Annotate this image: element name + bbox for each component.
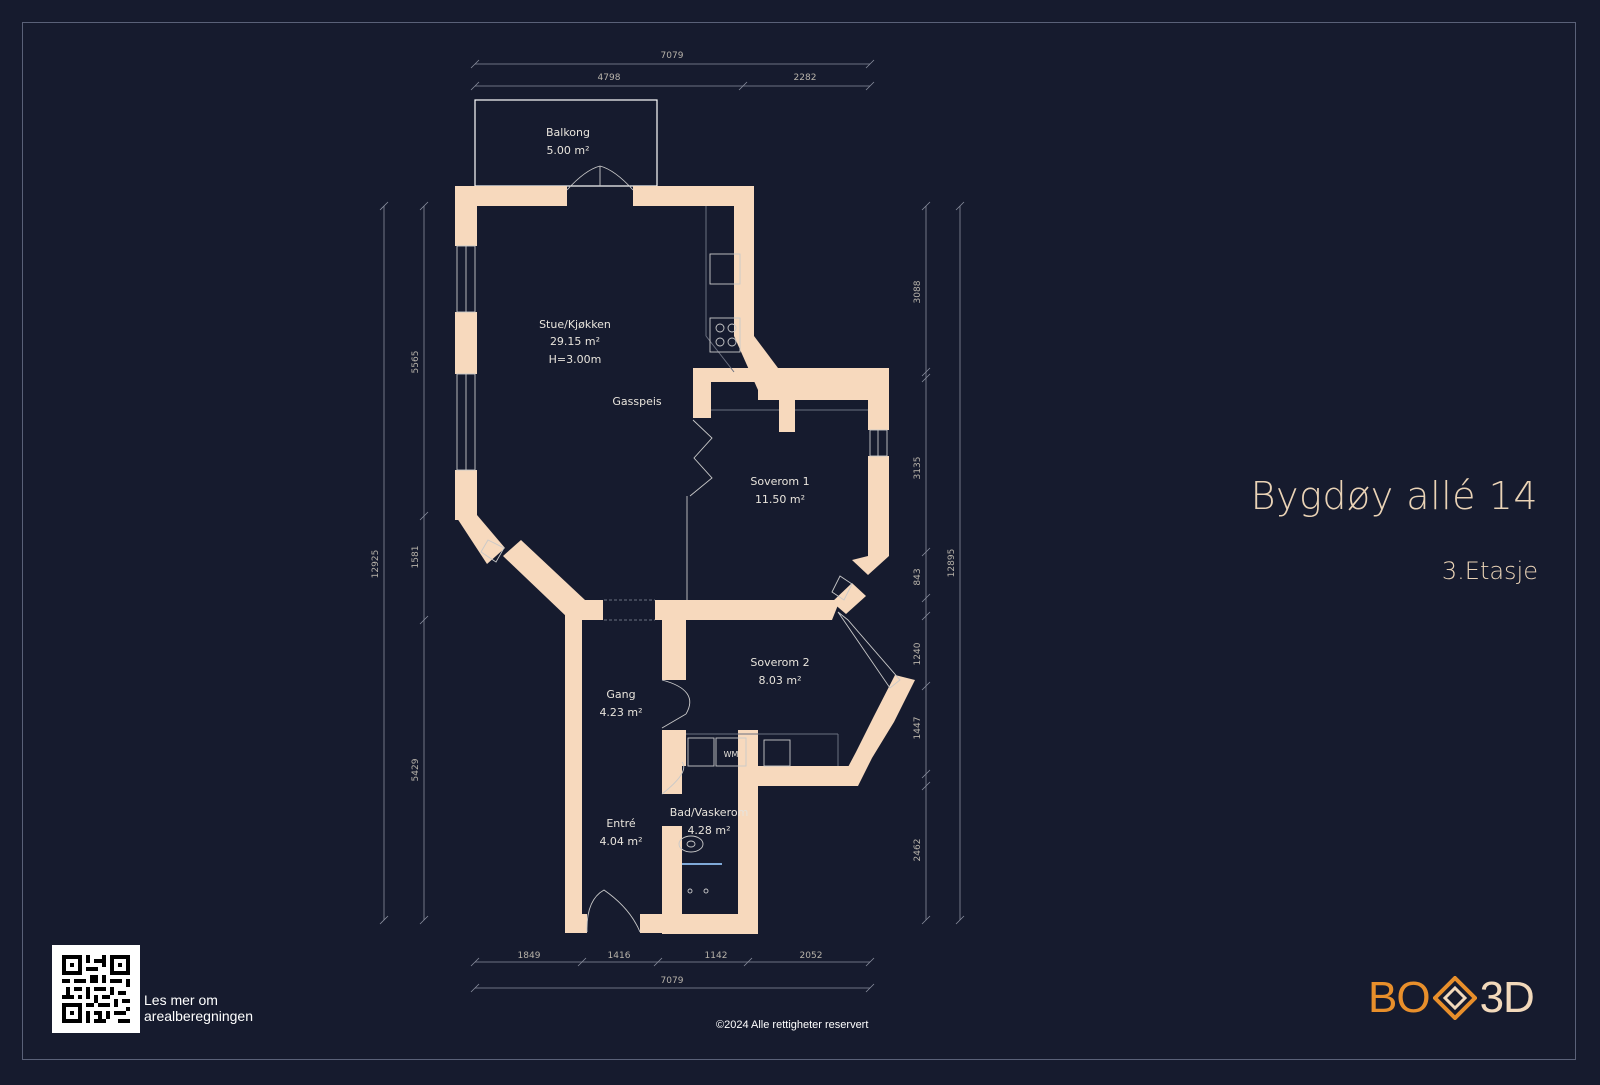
floor-label: 3.Etasje: [1441, 557, 1538, 585]
qr-code-icon: [62, 955, 130, 1023]
label-soverom1-name: Soverom 1: [750, 475, 809, 488]
label-wm: WM: [724, 750, 739, 759]
diamond-logo-icon: [1432, 976, 1477, 1020]
copyright: ©2024 Alle rettigheter reservert: [716, 1019, 869, 1031]
dim-bottom-total: 7079: [661, 976, 684, 986]
label-entre-name: Entré: [606, 817, 636, 830]
wardrobes: [686, 733, 839, 767]
bath-fixtures: [678, 835, 722, 894]
label-gasspeis: Gasspeis: [612, 395, 662, 408]
logo-3d: 3D: [1479, 973, 1535, 1022]
dim-left-2: 1581: [411, 546, 421, 569]
dim-left-total: 12925: [371, 550, 381, 579]
address-title: Bygdøy allé 14: [1250, 474, 1538, 518]
dim-bottom-1: 1849: [518, 951, 541, 961]
logo-bo: BO: [1368, 973, 1431, 1022]
dim-right-1: 3088: [913, 280, 923, 303]
label-bad-name: Bad/Vaskerom: [670, 806, 749, 819]
qr-caption-line1: Les mer om: [144, 992, 218, 1008]
walls: [455, 186, 915, 934]
dim-right-5: 1447: [913, 717, 923, 740]
dim-right-total: 12895: [947, 549, 957, 578]
dim-bottom-3: 1142: [705, 951, 728, 961]
label-balkong-name: Balkong: [546, 126, 590, 139]
label-soverom2-name: Soverom 2: [750, 656, 809, 669]
label-bad-area: 4.28 m²: [687, 824, 730, 837]
label-stue-height: H=3.00m: [549, 353, 602, 366]
dim-top-left: 4798: [598, 73, 621, 83]
windows: [456, 245, 901, 689]
dim-right-2: 3135: [913, 457, 923, 480]
kitchen-counter: [705, 206, 868, 411]
dimension-lines: 7079 4798 2282 1849 1416 1142 2052 7079 …: [371, 51, 965, 993]
label-stue-area: 29.15 m²: [550, 335, 600, 348]
label-gang-name: Gang: [606, 688, 635, 701]
label-stue-name: Stue/Kjøkken: [539, 318, 611, 331]
dim-top-right: 2282: [794, 73, 817, 83]
dim-right-6: 2462: [913, 839, 923, 862]
label-soverom1-area: 11.50 m²: [755, 493, 805, 506]
qr-caption-line2: arealberegningen: [144, 1008, 253, 1024]
label-gang-area: 4.23 m²: [599, 706, 642, 719]
dim-left-3: 5429: [411, 758, 421, 781]
dim-left-1: 5565: [411, 351, 421, 374]
balcony-outline: [474, 99, 658, 187]
dim-right-3: 843: [913, 568, 923, 585]
label-entre-area: 4.04 m²: [599, 835, 642, 848]
dim-bottom-2: 1416: [608, 951, 631, 961]
dim-right-4: 1240: [913, 642, 923, 665]
label-soverom2-area: 8.03 m²: [758, 674, 801, 687]
label-balkong-area: 5.00 m²: [546, 144, 589, 157]
room-labels: Balkong 5.00 m² Stue/Kjøkken 29.15 m² H=…: [539, 126, 810, 848]
qr-caption: Les mer om arealberegningen: [144, 992, 253, 1024]
doors: [566, 165, 713, 933]
dim-bottom-4: 2052: [800, 951, 823, 961]
dim-top-total: 7079: [661, 51, 684, 61]
bo3d-logo: BO 3D: [1368, 973, 1535, 1023]
qr-code[interactable]: [52, 945, 140, 1033]
page-frame: [22, 22, 1576, 1060]
